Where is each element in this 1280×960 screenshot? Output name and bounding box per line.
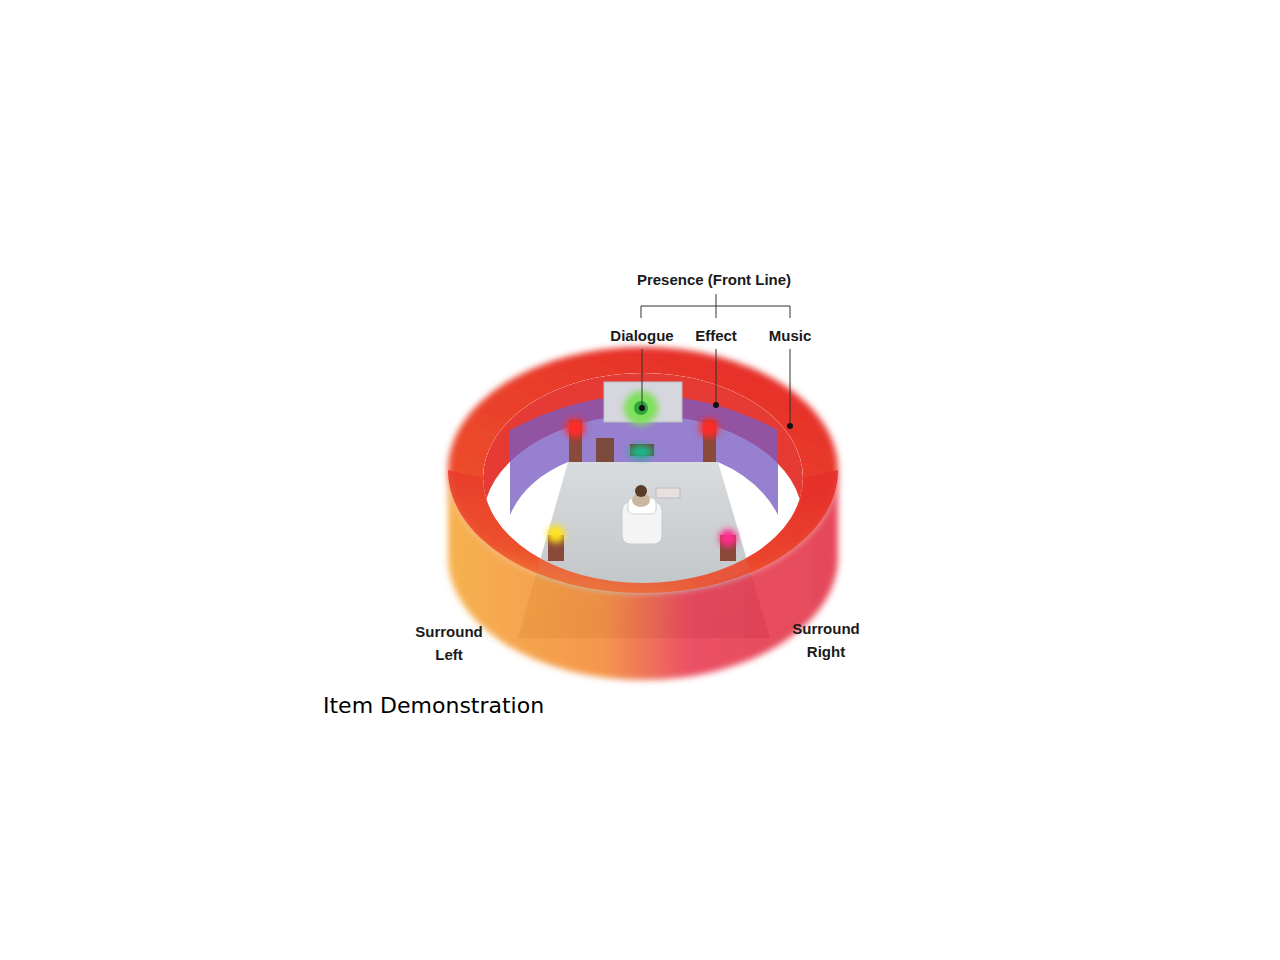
bracket-tick <box>641 306 642 318</box>
leader-dot <box>639 405 645 411</box>
leader-line <box>642 349 643 407</box>
listener-head <box>635 485 647 497</box>
leader-line <box>716 349 717 405</box>
channel-label: Dialogue <box>610 325 673 348</box>
side-table <box>656 488 680 498</box>
group-heading: Presence (Front Line) <box>637 269 791 292</box>
channel-label: Surround Left <box>415 621 483 666</box>
speaker-glow <box>719 529 737 547</box>
bracket <box>641 294 790 425</box>
channel-label: Effect <box>695 325 737 348</box>
leader-dot <box>713 402 719 408</box>
channel-label: Music <box>769 325 812 348</box>
bracket-tick <box>790 306 791 318</box>
leader-dot <box>787 423 793 429</box>
center-glow <box>629 445 653 459</box>
speaker-glow <box>699 418 719 438</box>
caption: Item Demonstration <box>323 693 544 718</box>
ring-front-top <box>448 470 838 593</box>
ring-front-band <box>448 470 838 680</box>
leader-line <box>790 349 791 425</box>
presence-wall <box>510 395 778 515</box>
dialogue-glow <box>624 391 658 425</box>
subwoofer <box>596 438 614 462</box>
channel-label: Surround Right <box>792 618 860 663</box>
speaker-glow <box>565 418 585 438</box>
dialogue-core <box>634 401 648 415</box>
speaker-glow <box>547 525 565 543</box>
bracket-bar <box>641 306 790 307</box>
